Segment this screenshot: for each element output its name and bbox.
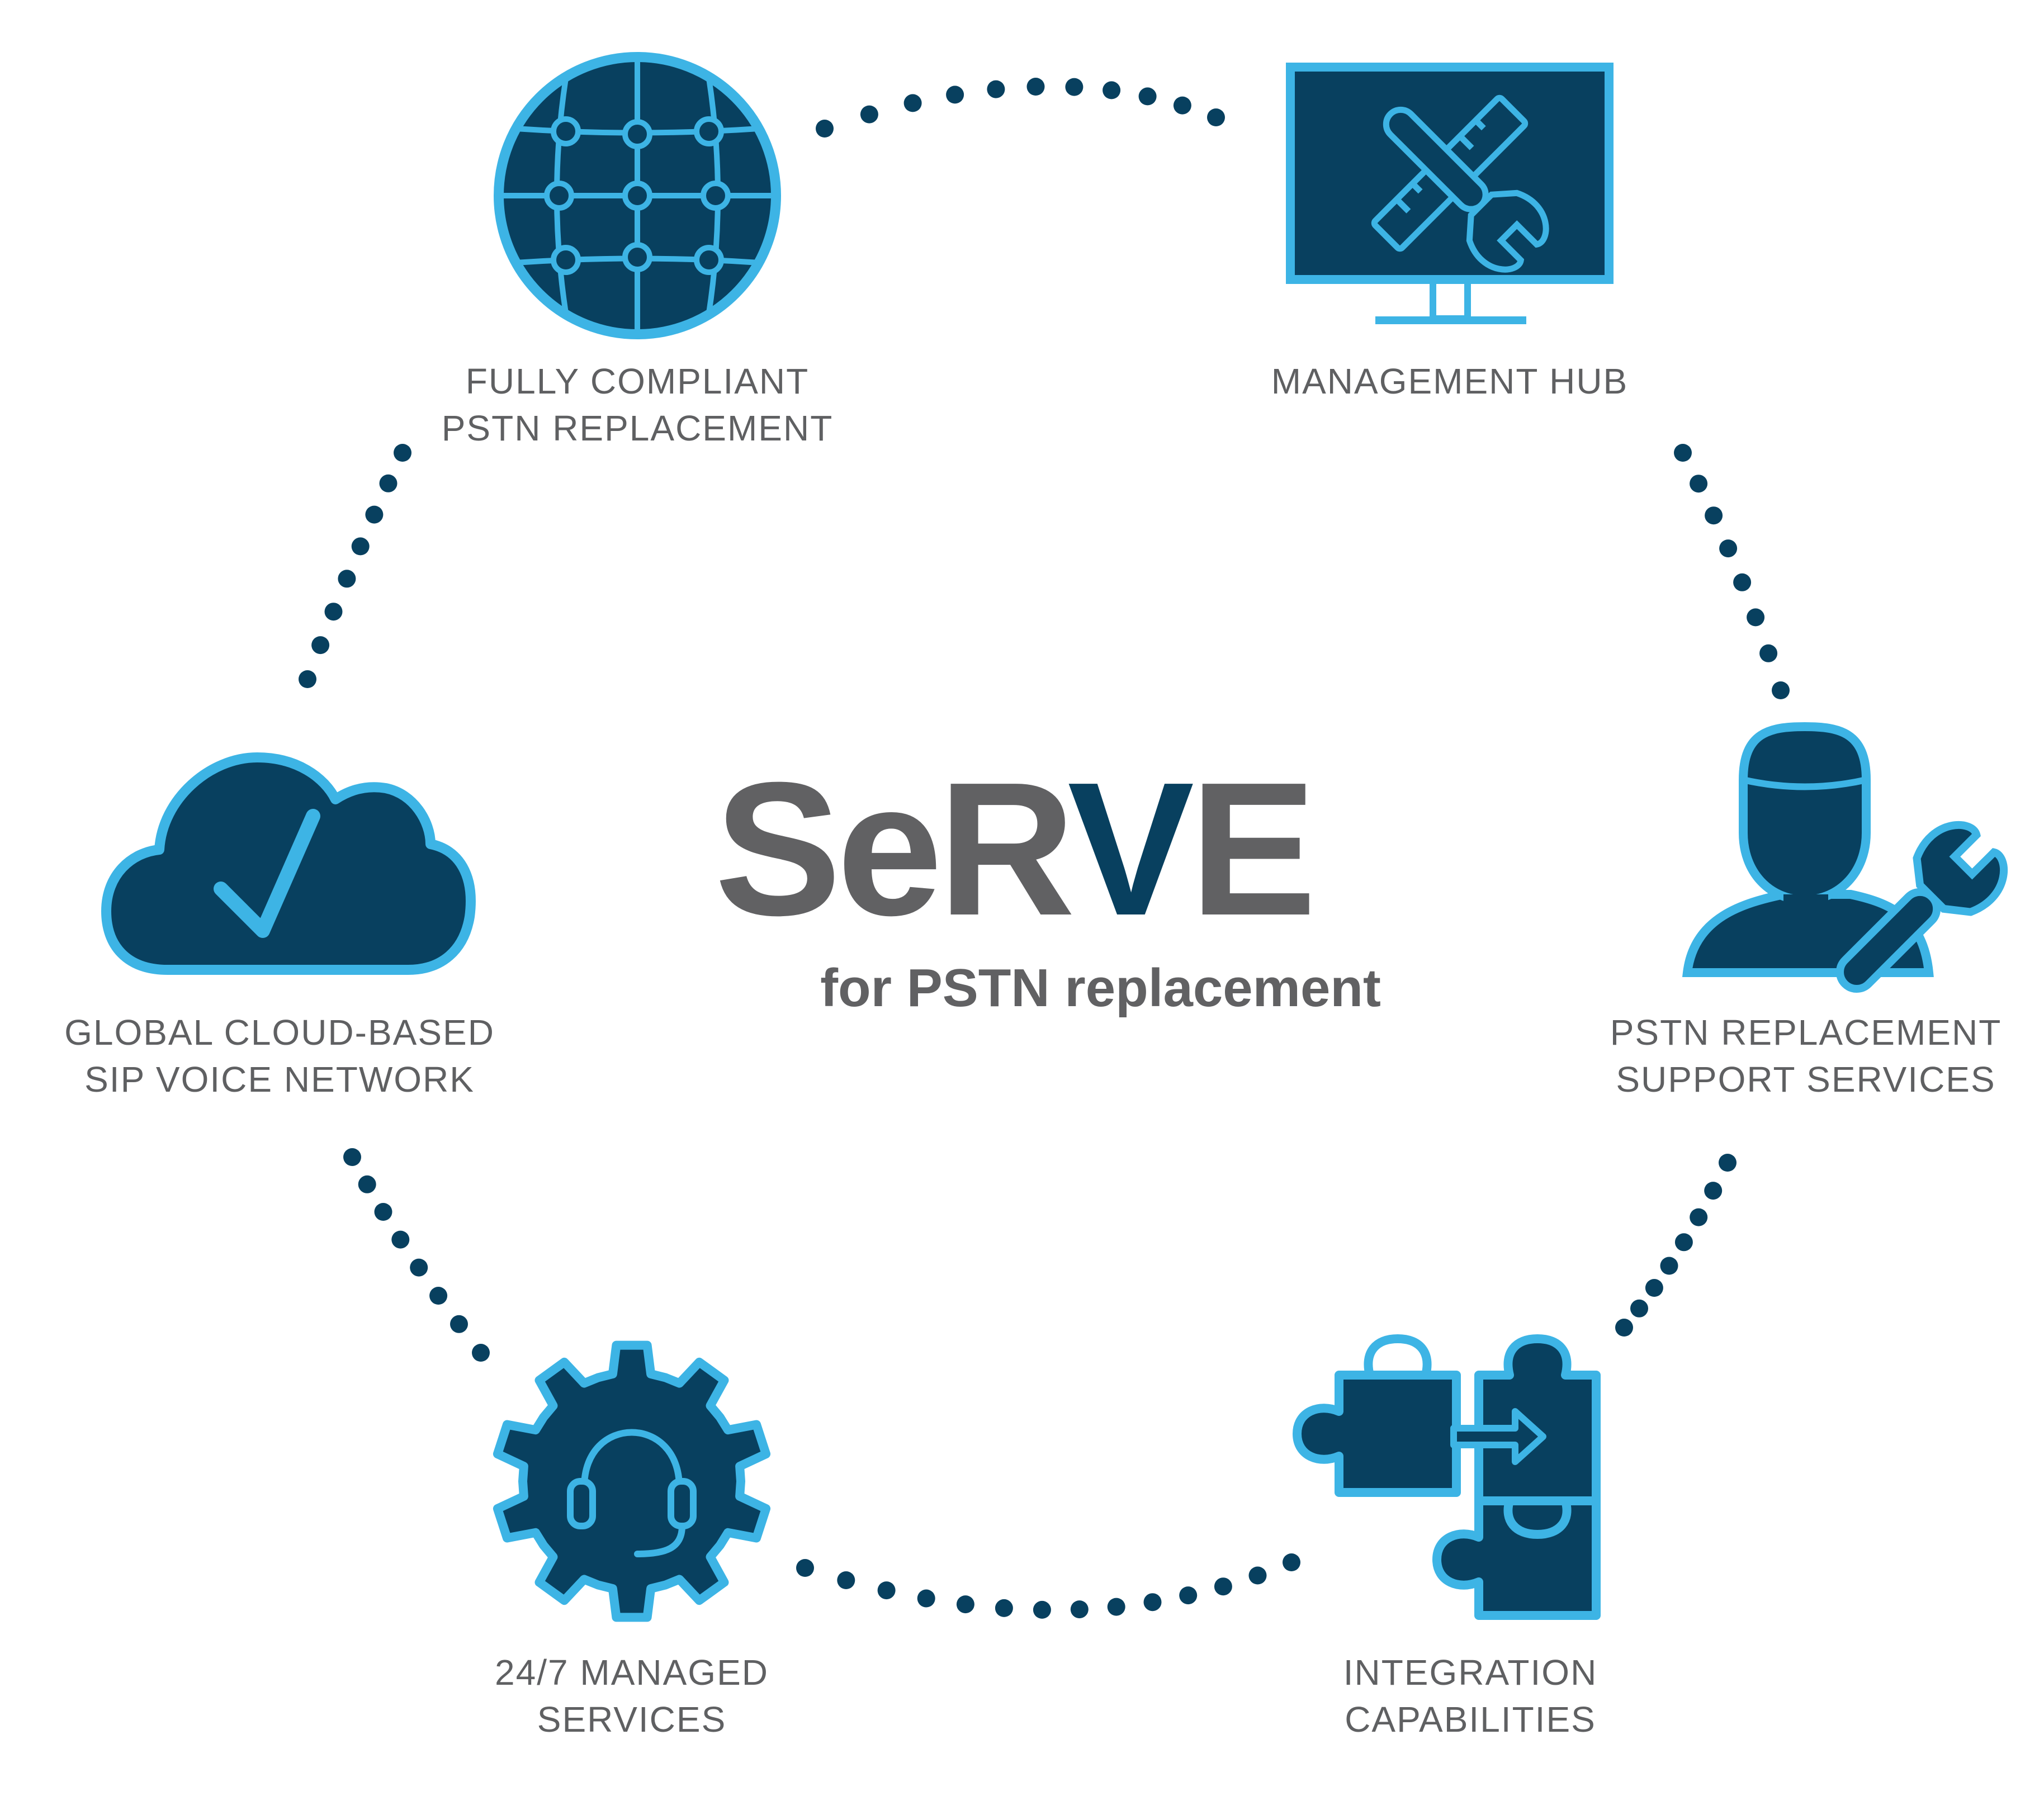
connector-dot [472,1344,490,1362]
label-line: GLOBAL CLOUD-BASED [64,1012,495,1053]
connector-dot [1759,644,1778,662]
connector-dot [995,1599,1013,1617]
connector-dot [796,1559,814,1577]
connector-dot [1615,1319,1633,1337]
node-label-cloud-network: GLOBAL CLOUD-BASED SIP VOICE NETWORK [28,1009,531,1103]
label-line: SERVICES [537,1699,727,1740]
connector-dot [1630,1299,1648,1318]
connector-dot [1248,1566,1267,1585]
connector-dot [917,1589,935,1608]
connector-dot [1214,1577,1232,1596]
logo-text-ser: SeR [715,743,1072,955]
logo-text-v: V [1067,743,1195,955]
connector-dot [1733,573,1752,591]
label-line: PSTN REPLACEMENT [1610,1012,2002,1053]
serve-logo: SeRVE for PSTN replacement [715,743,1381,1018]
connector-dot [1674,444,1692,462]
connector-dot [1065,78,1083,96]
connector-dot [946,86,964,104]
connector-dot [1283,1553,1300,1571]
label-line: MANAGEMENT HUB [1271,361,1629,401]
connector-dot [351,537,370,556]
connector-dot [1179,1586,1198,1605]
connector-dot [1747,608,1765,627]
node-label-pstn-replacement: FULLY COMPLIANT PSTN REPLACEMENT [386,358,889,452]
connector-dot [987,80,1005,98]
connector-dot [877,1581,896,1600]
connector-dot [1173,96,1191,115]
connector-dot [391,1230,410,1249]
connector-dot [860,105,878,124]
dotted-connectors [299,78,1790,1619]
connector-dot [1674,1233,1693,1252]
label-line: SUPPORT SERVICES [1616,1059,1996,1100]
node-label-integration: INTEGRATION CAPABILITIES [1219,1649,1722,1743]
connector-dot [837,1571,855,1589]
connector-dot [1704,1182,1723,1200]
svg-text:SeRVE: SeRVE [715,743,1312,955]
logo-text-e: E [1190,743,1312,955]
connector-dot [1026,78,1045,96]
connector-dot [338,570,356,588]
connector-dot [450,1315,468,1333]
label-line: PSTN REPLACEMENT [441,408,834,448]
connector-dot [358,1175,376,1193]
connector-dot [956,1595,974,1614]
connector-dot [1107,1598,1125,1616]
connector-dot [1660,1257,1678,1275]
connector-dot [1772,681,1790,699]
connector-dot [1143,1593,1162,1612]
connector-dot [429,1287,448,1305]
logo-tagline: for PSTN replacement [820,958,1381,1018]
label-line: 24/7 MANAGED [495,1652,769,1693]
connector-dot [1645,1279,1663,1297]
label-line: INTEGRATION [1343,1652,1598,1693]
connector-dot [343,1148,361,1166]
connector-dot [1103,81,1121,99]
connector-dot [903,94,922,112]
connector-dot [394,444,411,462]
node-label-managed-services: 24/7 MANAGED SERVICES [380,1649,883,1743]
cloud-check-icon [101,752,476,975]
label-line: SIP VOICE NETWORK [84,1059,475,1100]
connector-dot [299,670,316,688]
monitor-tools-icon [1286,63,1614,324]
puzzle-arrow-icon [1293,1334,1601,1620]
node-label-management-hub: MANAGEMENT HUB [1198,358,1701,405]
label-line: CAPABILITIES [1345,1699,1596,1740]
node-label-support-services: PSTN REPLACEMENT SUPPORT SERVICES [1554,1009,2044,1103]
label-line: FULLY COMPLIANT [465,361,810,401]
connector-dot [1705,506,1723,525]
connector-dot [374,1203,392,1221]
connector-dot [1138,87,1157,106]
gear-headset-icon [493,1340,771,1622]
connector-dot [324,603,343,621]
technician-wrench-icon [1682,722,2008,993]
connector-dot [410,1258,428,1277]
connector-dot [1690,1208,1708,1226]
connector-dot [379,474,398,492]
connector-dot [816,120,834,138]
connector-dot [1070,1600,1089,1619]
connector-dot [311,636,330,655]
connector-dot [365,505,384,524]
connector-dot [1719,539,1738,558]
connector-dot [1719,1154,1737,1172]
connector-dot [1033,1600,1051,1619]
connector-dot [1690,475,1708,493]
globe-network-icon [494,52,781,339]
connector-dot [1207,108,1225,126]
